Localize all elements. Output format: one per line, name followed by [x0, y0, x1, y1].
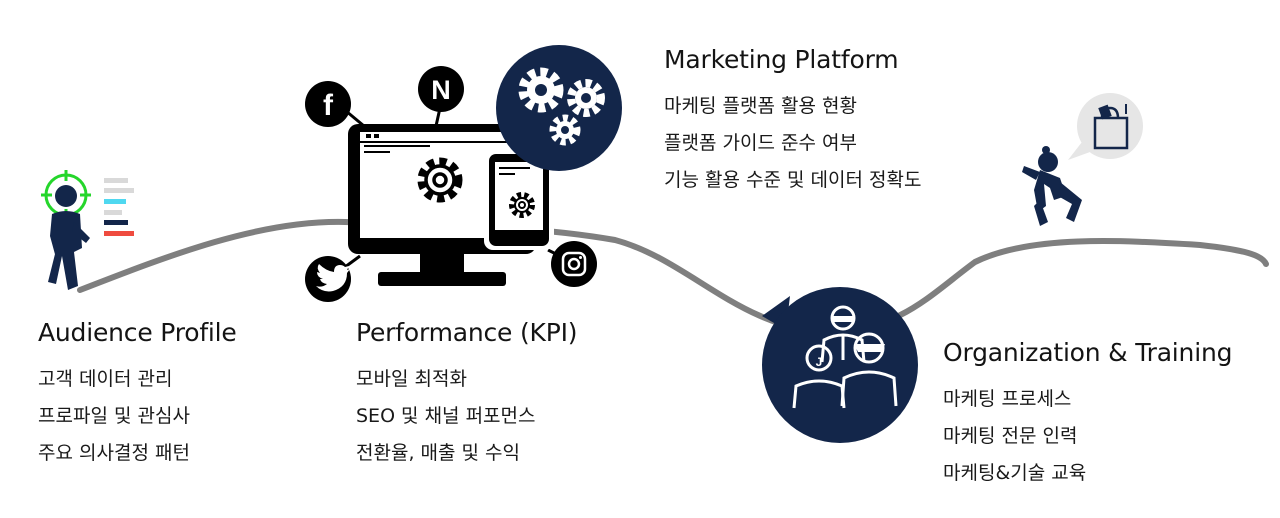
list-item: 마케팅 플랫폼 활용 현황 — [664, 95, 857, 117]
monitor-gear-icon — [417, 157, 463, 203]
list-item: 마케팅&기술 교육 — [943, 462, 1087, 484]
list-item: 마케팅 프로세스 — [943, 388, 1072, 410]
facebook-icon: f — [305, 81, 351, 127]
organization-training-section: Organization & Training 마케팅 프로세스 마케팅 전문 … — [943, 338, 1232, 492]
jumping-person-icon — [1022, 146, 1082, 226]
performance-kpi-title: Performance (KPI) — [356, 318, 578, 347]
twitter-icon — [305, 256, 351, 302]
person-badge-glyph: J — [816, 355, 823, 369]
audience-profile-bars-icon — [104, 178, 134, 236]
audience-profile-title: Audience Profile — [38, 318, 237, 347]
organization-people-icon: J — [762, 287, 918, 443]
list-item: SEO 및 채널 퍼포먼스 — [356, 405, 536, 427]
organization-training-list: 마케팅 프로세스 마케팅 전문 인력 마케팅&기술 교육 — [943, 381, 1232, 492]
journey-road — [77, 218, 1269, 336]
marketing-platform-title: Marketing Platform — [664, 45, 899, 74]
shopping-bag-bubble-icon — [1068, 93, 1143, 160]
marketing-platform-section: Marketing Platform 마케팅 플랫폼 활용 현황 플랫폼 가이드… — [664, 45, 921, 199]
performance-kpi-section: Performance (KPI) 모바일 최적화 SEO 및 채널 퍼포먼스 … — [356, 318, 578, 472]
list-item: 기능 활용 수준 및 데이터 정확도 — [664, 169, 922, 191]
platform-gears-icon — [496, 45, 622, 171]
naver-icon: N — [418, 66, 464, 112]
audience-profile-list: 고객 데이터 관리 프로파일 및 관심사 주요 의사결정 패턴 — [38, 361, 237, 472]
list-item: 고객 데이터 관리 — [38, 368, 173, 390]
smartphone-icon — [484, 150, 554, 250]
audience-target-person-icon — [41, 170, 91, 290]
list-item: 전환율, 매출 및 수익 — [356, 442, 520, 464]
performance-kpi-list: 모바일 최적화 SEO 및 채널 퍼포먼스 전환율, 매출 및 수익 — [356, 361, 577, 472]
marketing-platform-list: 마케팅 플랫폼 활용 현황 플랫폼 가이드 준수 여부 기능 활용 수준 및 데… — [664, 88, 921, 199]
list-item: 프로파일 및 관심사 — [38, 405, 190, 427]
naver-glyph: N — [431, 75, 451, 105]
list-item: 주요 의사결정 패턴 — [38, 442, 190, 464]
facebook-glyph: f — [323, 89, 334, 122]
instagram-icon — [551, 241, 597, 287]
list-item: 모바일 최적화 — [356, 368, 467, 390]
audience-profile-section: Audience Profile 고객 데이터 관리 프로파일 및 관심사 주요… — [38, 318, 237, 472]
organization-training-title: Organization & Training — [943, 338, 1233, 367]
list-item: 마케팅 전문 인력 — [943, 425, 1078, 447]
list-item: 플랫폼 가이드 준수 여부 — [664, 132, 857, 154]
